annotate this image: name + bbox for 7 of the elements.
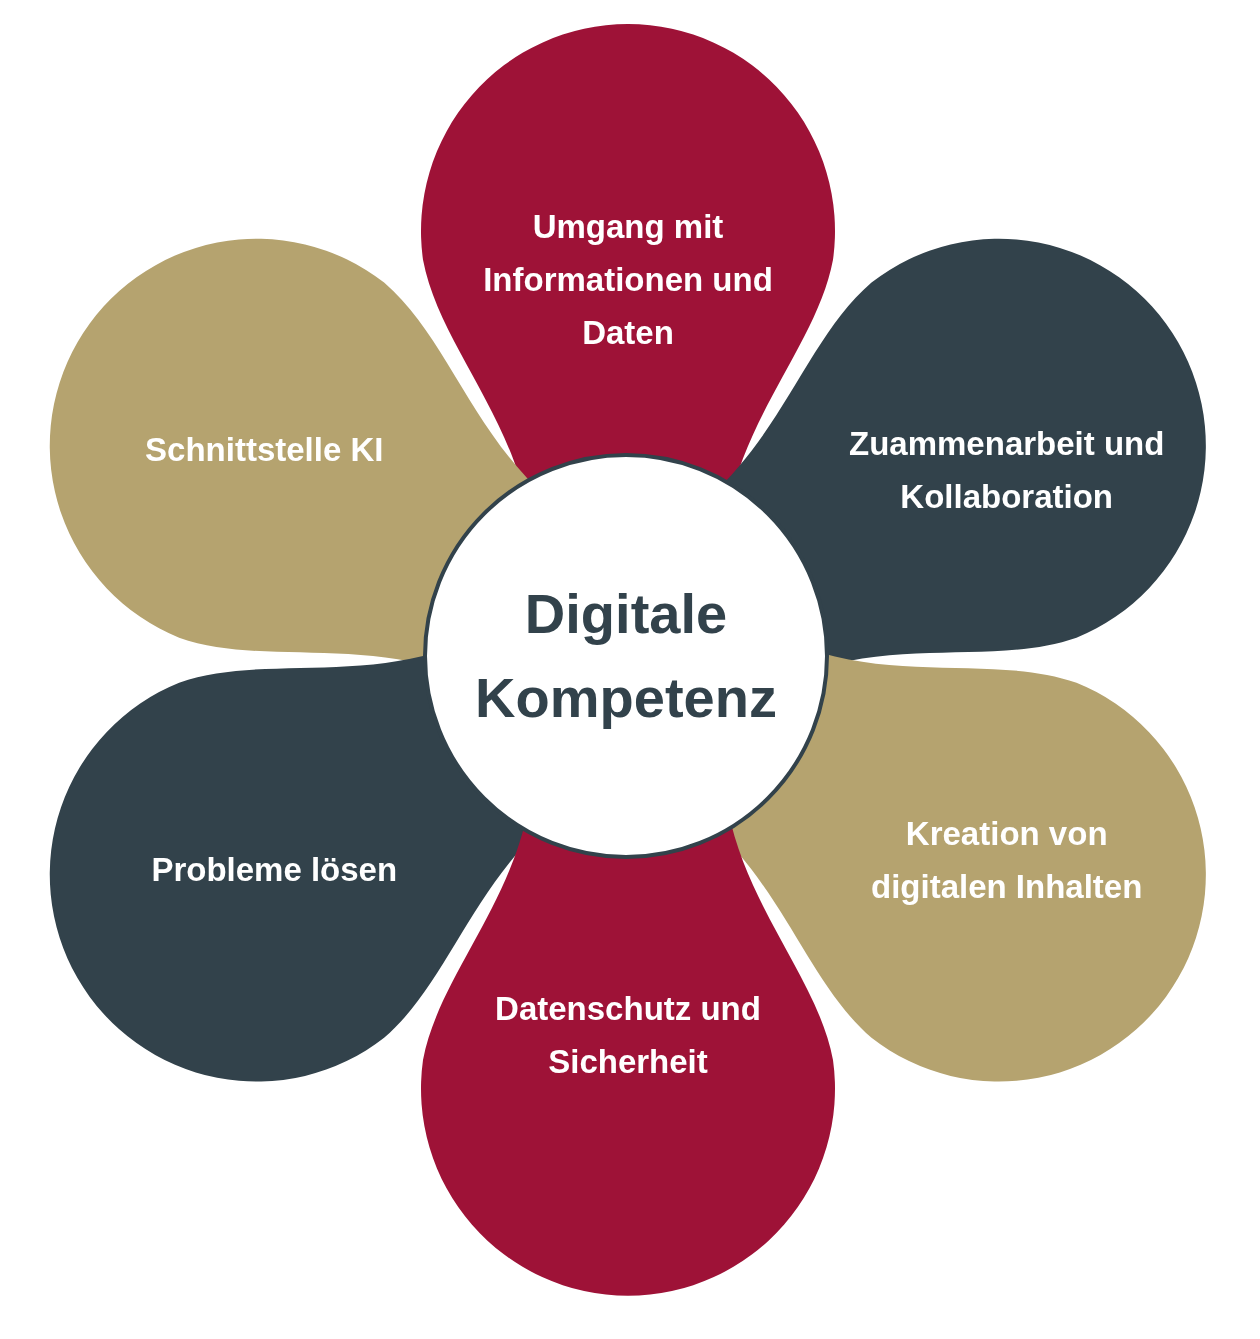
- petal-label: Zuammenarbeit und Kollaboration: [848, 424, 1166, 517]
- center-title: Digitale Kompetenz: [474, 581, 778, 731]
- petal-label: Probleme lösen: [150, 850, 399, 891]
- petal-label: Datenschutz und Sicherheit: [494, 989, 762, 1082]
- petal-label: Umgang mit Informationen und Daten: [482, 207, 774, 354]
- petal-label: Schnittstelle KI: [144, 430, 385, 471]
- petal-label: Kreation von digitalen Inhalten: [870, 814, 1144, 907]
